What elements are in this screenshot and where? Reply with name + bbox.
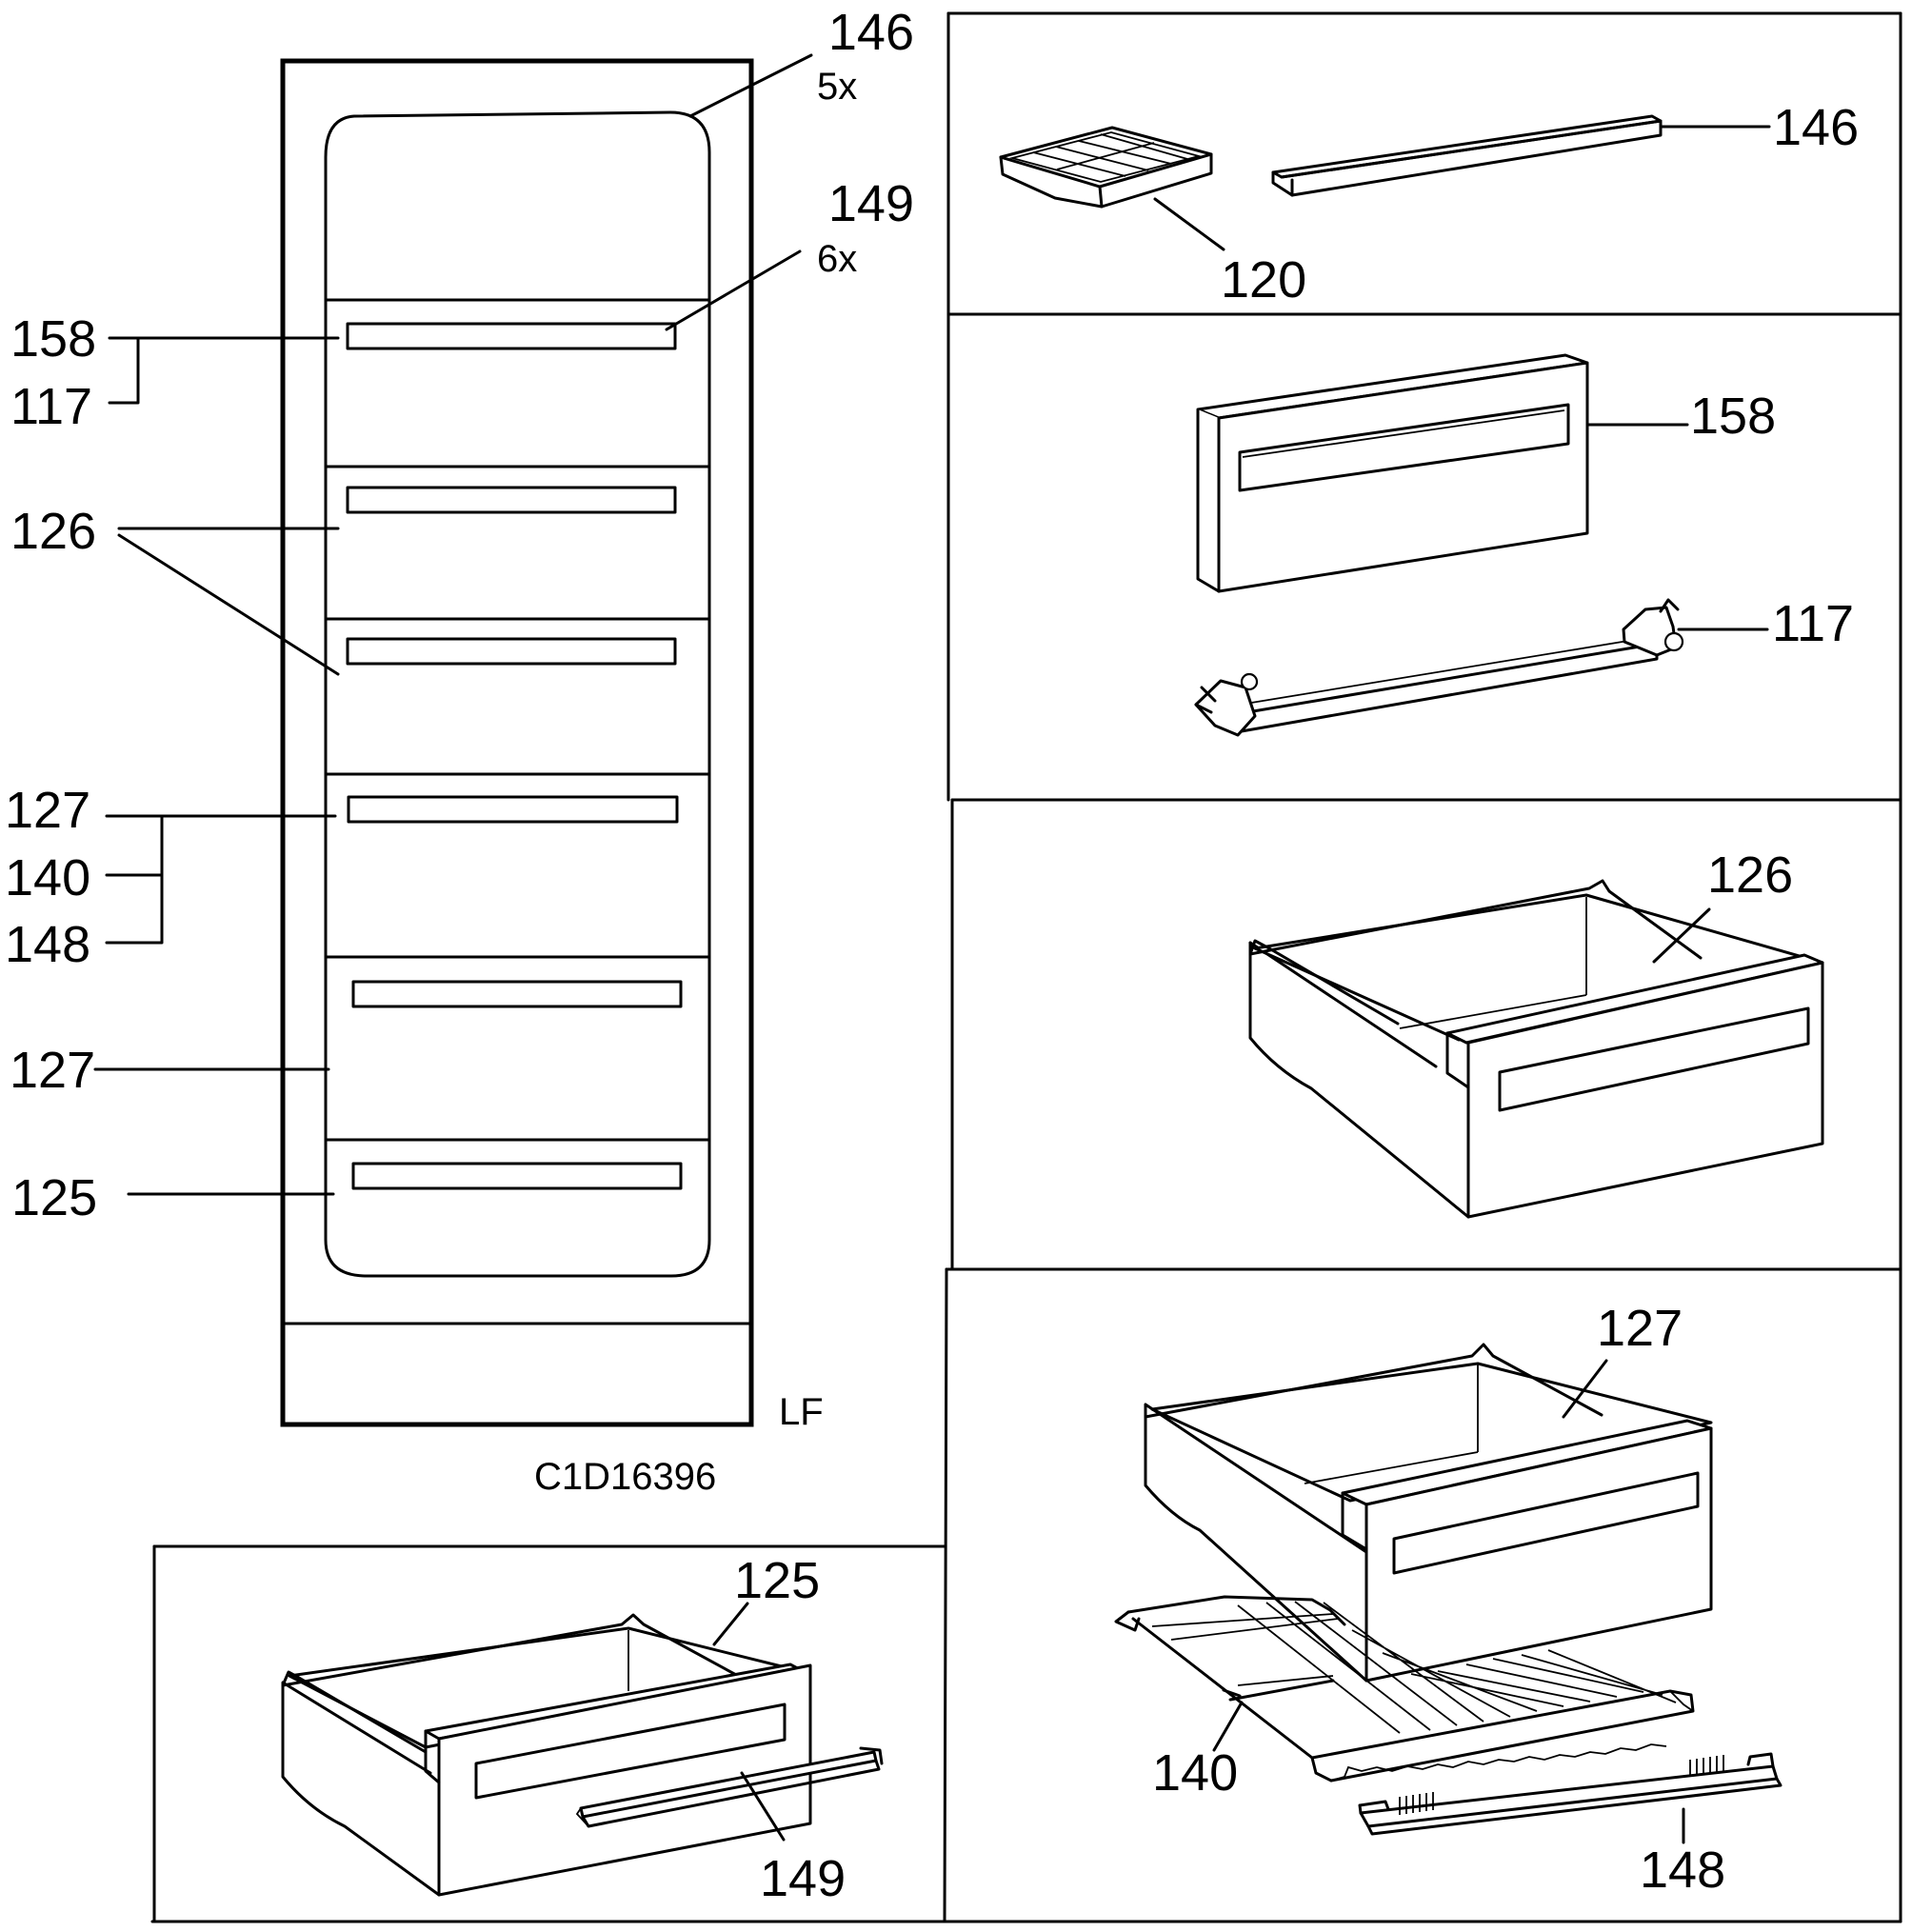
ice-cube-tray-120	[999, 126, 1213, 209]
detail-label-149: 149	[760, 1850, 846, 1907]
label-146-quantity: 5x	[817, 66, 857, 108]
cabinet-leader-lines	[93, 53, 813, 1196]
leader-126	[1652, 907, 1711, 964]
label-127-lower: 127	[10, 1042, 95, 1099]
freezer-cabinet	[280, 58, 754, 1427]
label-158: 158	[10, 310, 96, 368]
trim-strip-149	[575, 1746, 884, 1828]
detail-label-126: 126	[1707, 846, 1793, 904]
label-146: 146	[828, 4, 914, 61]
leader-125	[712, 1602, 749, 1646]
detail-label-127: 127	[1597, 1300, 1683, 1357]
label-140: 140	[5, 849, 90, 906]
leader-127	[1562, 1359, 1608, 1419]
drawer-front-158	[1196, 353, 1589, 593]
leader-140	[1212, 1701, 1244, 1752]
drawer-125	[281, 1613, 812, 1897]
wire-grid-140	[1114, 1595, 1695, 1783]
detail-label-117: 117	[1772, 595, 1854, 652]
label-117: 117	[10, 378, 92, 435]
detail-label-140: 140	[1152, 1744, 1238, 1802]
detail-panel-frames	[150, 11, 1902, 1923]
detail-label-148: 148	[1640, 1842, 1725, 1899]
leader-120	[1153, 197, 1225, 251]
label-148: 148	[5, 916, 90, 973]
label-126: 126	[10, 503, 96, 560]
label-149: 149	[828, 175, 914, 232]
detail-label-146: 146	[1773, 99, 1859, 156]
trim-strip-146	[1271, 114, 1663, 197]
detail-label-158: 158	[1690, 388, 1776, 445]
leader-149	[740, 1771, 786, 1842]
drawer-126	[1248, 879, 1824, 1219]
detail-label-125: 125	[734, 1552, 820, 1609]
label-125: 125	[11, 1169, 97, 1226]
detail-label-120: 120	[1221, 251, 1306, 309]
diagram-code: C1D16396	[534, 1456, 716, 1498]
side-code-lf: LF	[779, 1391, 824, 1433]
label-127-upper: 127	[5, 782, 90, 839]
divider-bar-148	[1358, 1752, 1783, 1836]
drawer-rail-117	[1194, 598, 1684, 737]
label-149-quantity: 6x	[817, 238, 857, 280]
drawer-127	[1144, 1343, 1713, 1683]
